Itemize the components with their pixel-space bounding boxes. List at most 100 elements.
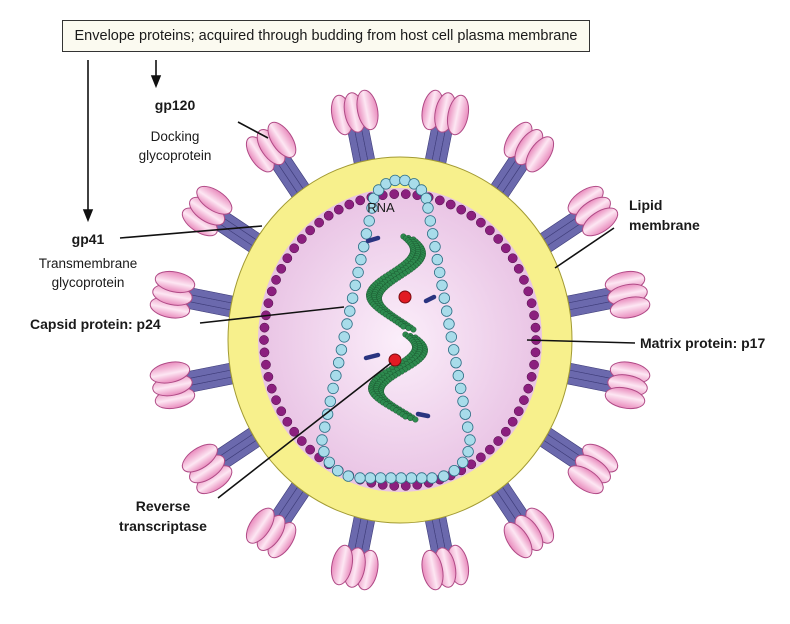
- matrix-bead: [305, 225, 315, 236]
- capsid-label: Capsid protein: p24: [30, 316, 161, 332]
- capsid-bead: [462, 446, 474, 458]
- header-arrows: [82, 60, 162, 223]
- gp120-desc-line1: Docking: [151, 129, 200, 144]
- rna-end-cap: [363, 352, 381, 361]
- matrix-bead: [500, 243, 511, 254]
- gp120-knob: [196, 185, 233, 215]
- capsid-bead: [341, 318, 353, 330]
- capsid-bead: [389, 174, 401, 187]
- rna-end-cap: [365, 235, 381, 244]
- capsid-bead: [427, 228, 439, 240]
- capsid-bead: [374, 472, 387, 484]
- gp120-knob: [609, 296, 651, 319]
- matrix-bead: [271, 275, 281, 285]
- gp120-knob: [330, 544, 354, 586]
- capsid-bead: [318, 446, 330, 458]
- capsid-bead: [372, 184, 385, 196]
- matrix-bead: [434, 195, 445, 206]
- matrix-bead: [323, 210, 334, 221]
- capsid-bead: [363, 215, 375, 227]
- gp41-desc-line2: glycoprotein: [52, 275, 125, 290]
- capsid-bead: [332, 465, 344, 477]
- matrix-bead: [523, 286, 534, 297]
- matrix-bead: [263, 371, 274, 382]
- matrix-bead: [456, 204, 467, 215]
- capsid-bead: [457, 395, 469, 408]
- capsid-bead: [349, 279, 362, 292]
- matrix-bead: [530, 347, 541, 358]
- capsid-bead: [355, 253, 367, 266]
- capsid-bead: [321, 408, 334, 420]
- matrix-bead: [259, 347, 270, 358]
- capsid-bead: [457, 456, 469, 469]
- leader-reverse-transcriptase: [217, 362, 392, 499]
- matrix-bead: [485, 444, 495, 455]
- gp120-knob: [604, 386, 646, 410]
- matrix-bead: [445, 199, 456, 210]
- gp120-knob: [267, 121, 297, 158]
- capsid-bead: [338, 331, 350, 343]
- capsid-bead: [385, 472, 397, 484]
- rt-label-line1: Reverse: [136, 498, 191, 514]
- matrix-bead: [276, 263, 287, 274]
- matrix-bead: [333, 204, 344, 215]
- matrix-bead: [513, 263, 524, 274]
- capsid-bead: [344, 305, 356, 317]
- capsid-bead: [324, 395, 337, 408]
- capsid-bead: [424, 215, 437, 227]
- capsid-bead: [426, 472, 438, 484]
- matrix-bead: [507, 253, 518, 264]
- capsid-cone: [316, 174, 476, 484]
- matrix-bead: [519, 275, 529, 285]
- matrix-bead: [276, 406, 287, 417]
- capsid-bead: [360, 228, 373, 240]
- capsid-bead: [368, 192, 380, 205]
- matrix-bead: [400, 189, 411, 199]
- rna-bead: [405, 325, 412, 332]
- envelope-proteins-caption: Envelope proteins; acquired through budd…: [62, 20, 590, 52]
- capsid-bead: [327, 382, 339, 395]
- matrix-bead: [530, 322, 541, 333]
- leader-lines: [119, 121, 636, 499]
- matrix-bead: [500, 426, 511, 437]
- capsid-bead: [448, 465, 461, 477]
- capsid-bead: [346, 292, 359, 304]
- capsid-bead: [452, 369, 465, 382]
- gp120-knob: [154, 270, 196, 294]
- capsid-bead: [464, 434, 476, 446]
- rna-end-cap: [423, 294, 437, 304]
- matrix-bead: [314, 217, 324, 228]
- matrix-bead: [282, 253, 293, 264]
- matrix-bead: [259, 322, 270, 333]
- gp-spike: [558, 361, 651, 410]
- lipid-label-line2: membrane: [629, 217, 700, 233]
- matrix-bead: [476, 217, 486, 228]
- gp120-knob: [525, 136, 555, 173]
- matrix-bead: [389, 189, 400, 199]
- capsid-bead: [416, 472, 428, 484]
- arrowhead-gp41: [82, 209, 94, 223]
- capsid-bead: [434, 266, 446, 279]
- capsid-bead: [316, 434, 328, 446]
- capsid-bead: [420, 192, 433, 205]
- gp120-knob: [446, 94, 470, 136]
- capsid-bead: [429, 240, 441, 253]
- matrix-bead: [261, 359, 271, 370]
- rna-bead: [407, 415, 414, 422]
- lipid-label-line1: Lipid: [629, 197, 662, 213]
- matrix-bead: [266, 383, 277, 394]
- capsid-bead: [445, 331, 458, 343]
- matrix-bead: [289, 243, 300, 254]
- gp120-knob: [503, 522, 533, 559]
- rna-end-cap: [415, 411, 431, 419]
- rna-bead: [400, 323, 407, 330]
- gp-spike: [330, 498, 379, 591]
- capsid-bead: [364, 472, 377, 484]
- gp120-knob: [582, 207, 619, 237]
- gp-spike: [149, 270, 242, 319]
- gp-spike: [558, 270, 651, 319]
- matrix-bead: [355, 195, 366, 206]
- arrowhead-gp120: [150, 75, 162, 89]
- matrix-bead: [519, 395, 529, 405]
